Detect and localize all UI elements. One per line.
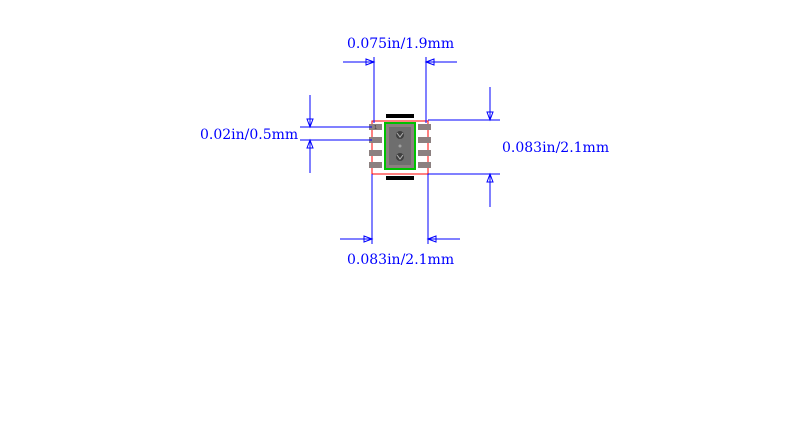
arrow-head <box>426 235 437 243</box>
via-bottom <box>396 153 404 161</box>
arrow-head <box>424 58 435 66</box>
pin1-mark: 1 <box>374 125 377 131</box>
pad <box>369 150 382 156</box>
pad <box>418 162 431 168</box>
top-width-label: 0.075in/1.9mm <box>347 36 454 52</box>
bottom-width-label: 0.083in/2.1mm <box>347 252 454 268</box>
silkscreen-top-bar <box>386 114 414 118</box>
pad <box>369 124 382 130</box>
arrow-head <box>486 172 494 183</box>
arrow-head <box>306 118 314 129</box>
height-label: 0.083in/2.1mm <box>502 140 609 156</box>
via-top <box>396 131 404 139</box>
pad <box>369 137 382 143</box>
silkscreen-bottom-bar <box>386 176 414 180</box>
height-dimension: 0.083in/2.1mm <box>428 87 609 207</box>
left-pads <box>369 124 382 168</box>
arrow-head <box>363 235 374 243</box>
pitch-label: 0.02in/0.5mm <box>200 127 298 143</box>
pitch-dimension: 0.02in/0.5mm <box>200 95 372 173</box>
arrow-head <box>306 138 314 149</box>
pad <box>418 124 431 130</box>
pad <box>418 150 431 156</box>
courtyard-outline <box>371 120 429 175</box>
via-top-mark <box>396 132 404 138</box>
arrow-head <box>486 111 494 122</box>
via-bottom-mark <box>396 154 404 160</box>
right-pads <box>418 124 431 168</box>
center-marker <box>398 144 402 148</box>
bottom-width-dimension: 0.083in/2.1mm <box>340 174 460 268</box>
top-width-dimension: 0.075in/1.9mm <box>343 36 457 123</box>
arrow-head <box>365 58 376 66</box>
pad <box>369 162 382 168</box>
component-footprint: 1 <box>369 114 431 180</box>
pad <box>418 137 431 143</box>
